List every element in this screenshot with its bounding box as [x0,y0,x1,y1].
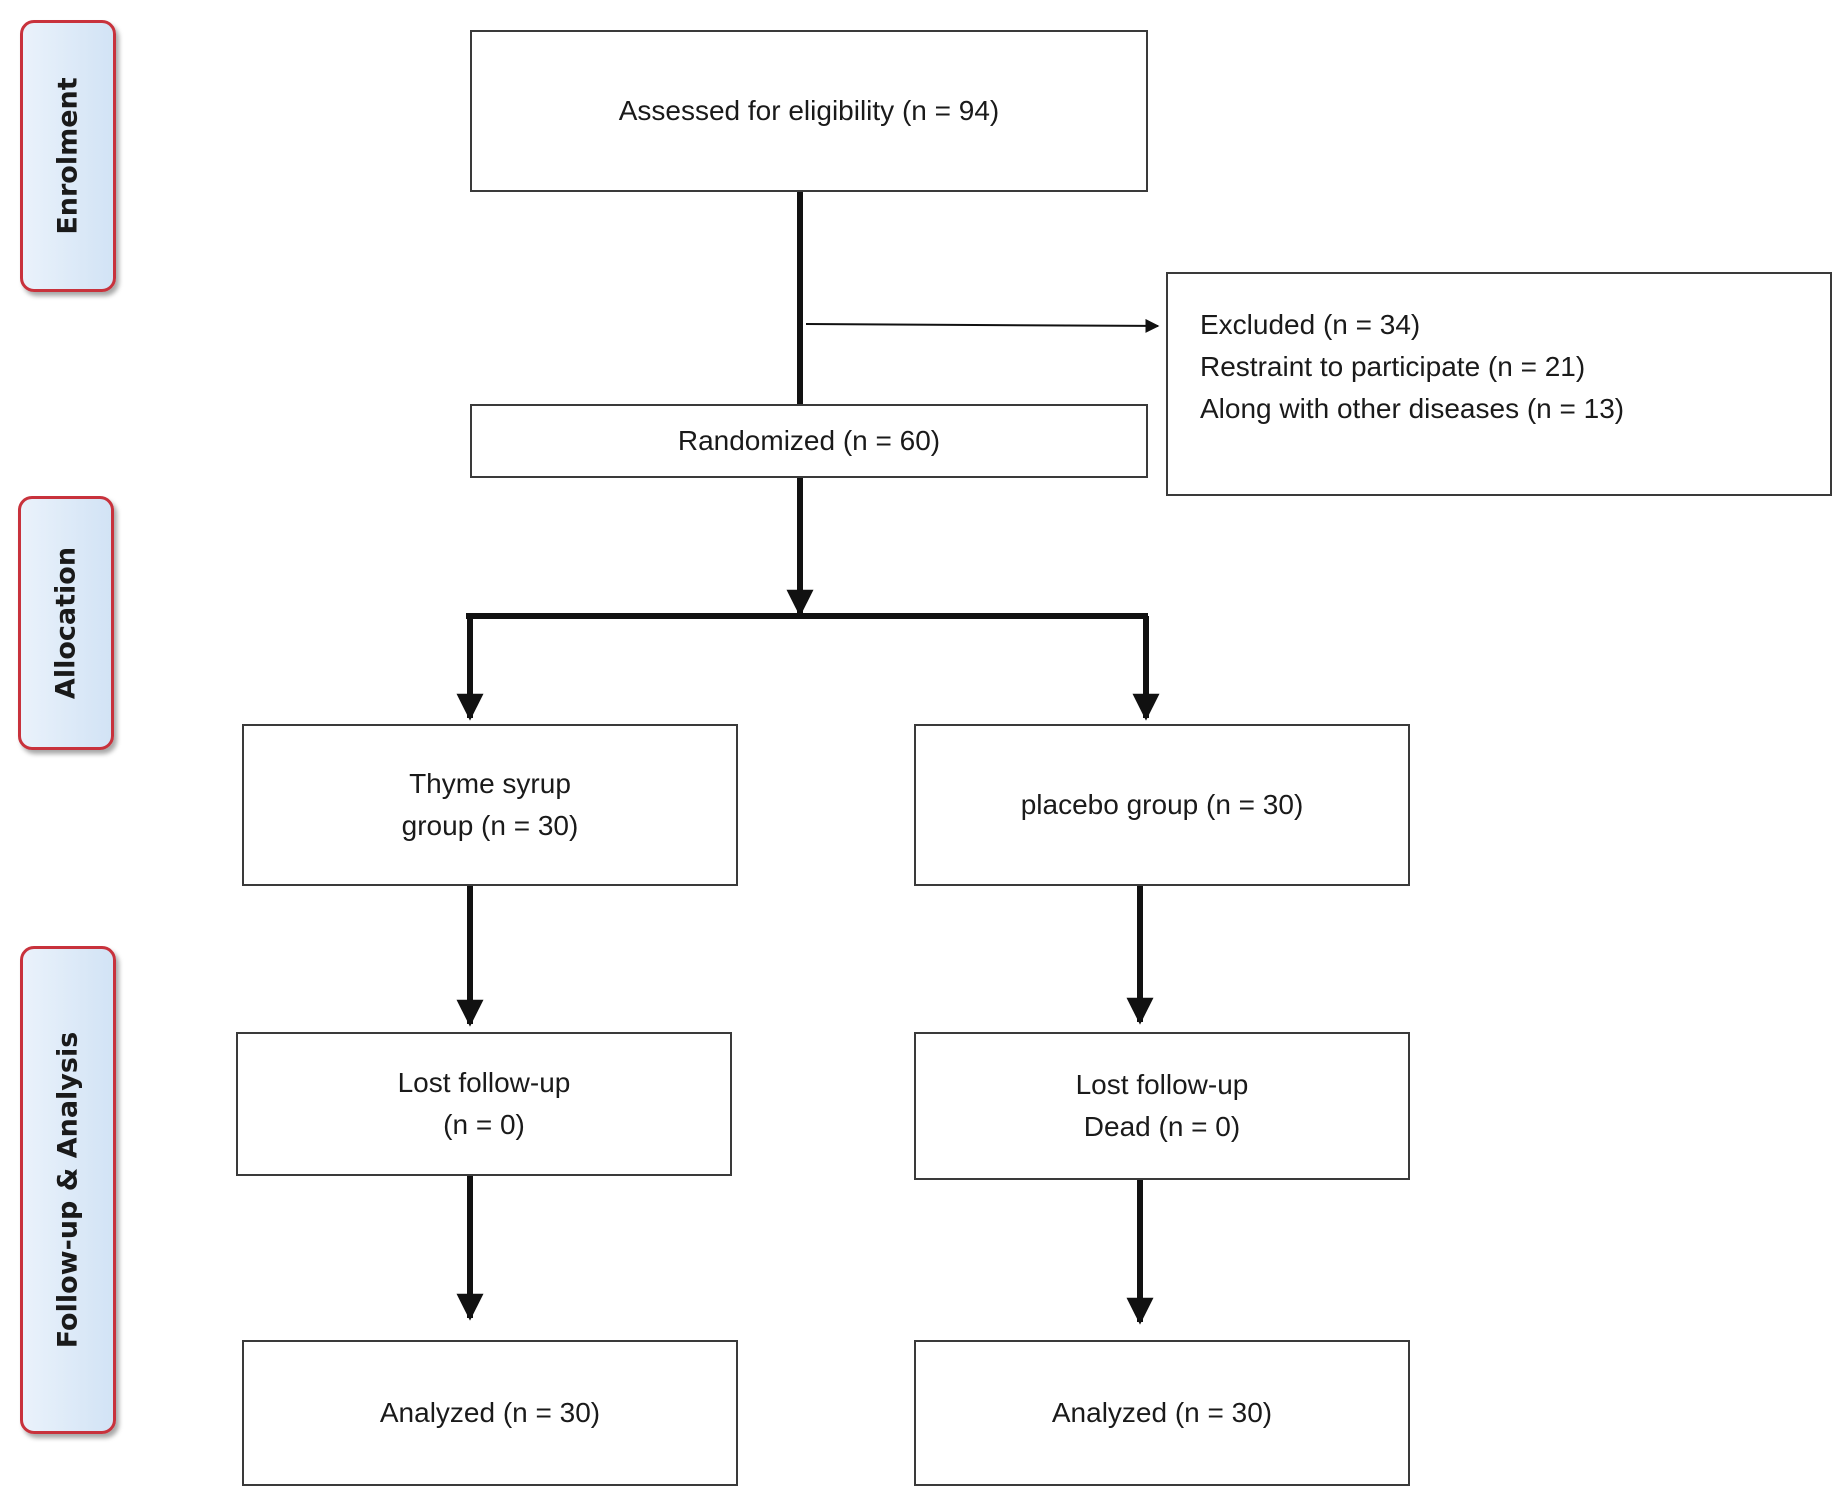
box-excluded-line-1: Excluded (n = 34) [1200,309,1421,340]
box-randomized-line-1: Randomized (n = 60) [677,425,941,456]
arrow-to-excluded [805,318,1160,333]
box-randomized: Randomized (n = 60) [470,404,1148,478]
box-assessed-eligibility: Assessed for eligibility (n = 94) [470,30,1148,192]
box-thyme-lost-line-1: Lost follow-up [397,1067,571,1098]
box-thyme-analyzed-line-1: Analyzed (n = 30) [379,1397,601,1428]
box-placebo-analyzed: Analyzed (n = 30) [914,1340,1410,1486]
phase-label-follow-up: Follow-up & Analysis [20,946,116,1434]
box-excluded-line-3: Along with other diseases (n = 13) [1200,393,1625,424]
box-thyme-group-line-2: group (n = 30) [401,810,579,841]
box-placebo-lost-follow-up: Lost follow-up Dead (n = 0) [914,1032,1410,1180]
box-placebo-lost-line-2: Dead (n = 0) [1083,1111,1241,1142]
phase-label-allocation: Allocation [18,496,114,750]
box-placebo-analyzed-line-1: Analyzed (n = 30) [1051,1397,1273,1428]
box-thyme-analyzed: Analyzed (n = 30) [242,1340,738,1486]
box-placebo-group-line-1: placebo group (n = 30) [1020,789,1304,820]
box-thyme-lost-follow-up: Lost follow-up (n = 0) [236,1032,732,1176]
box-placebo-lost-line-1: Lost follow-up [1075,1069,1249,1100]
box-excluded-line-2: Restraint to participate (n = 21) [1200,351,1586,382]
box-thyme-lost-line-2: (n = 0) [443,1109,525,1140]
phase-label-enrolment: Enrolment [20,20,116,292]
box-thyme-group-line-1: Thyme syrup [409,768,571,799]
box-assessed-line-1: Assessed for eligibility (n = 94) [618,95,1000,126]
box-thyme-syrup-group: Thyme syrup group (n = 30) [242,724,738,886]
box-placebo-group: placebo group (n = 30) [914,724,1410,886]
box-excluded: Excluded (n = 34) Restraint to participa… [1166,272,1832,496]
